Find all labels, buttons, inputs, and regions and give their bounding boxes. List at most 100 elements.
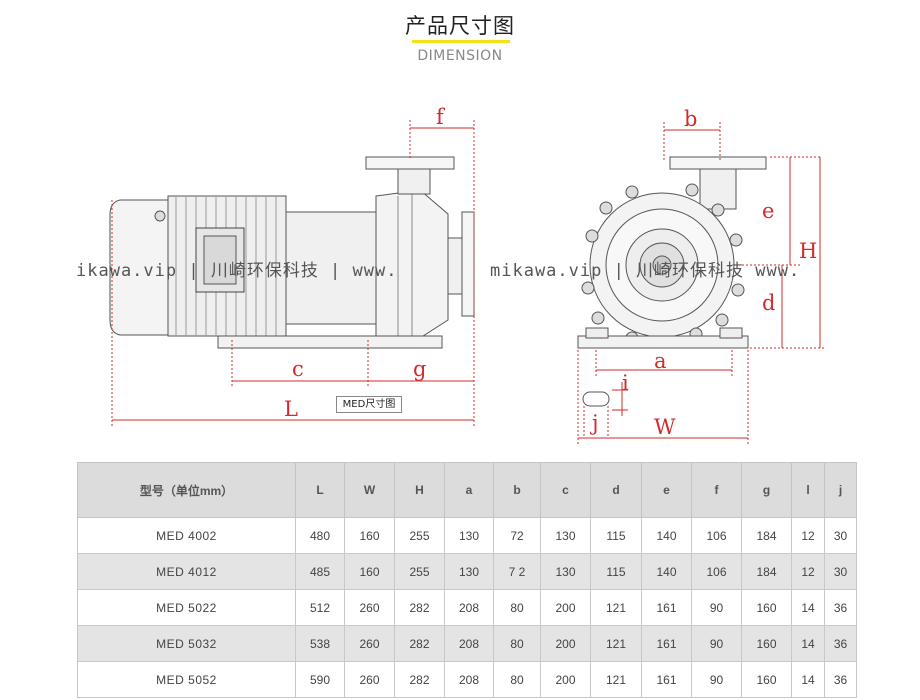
front-dimensions: [577, 122, 826, 444]
cell: 260: [344, 625, 395, 662]
cell: 282: [394, 589, 445, 626]
header-W: W: [344, 462, 395, 518]
dim-label-H: H: [799, 239, 817, 263]
table-row: MED 5032 538 260 282 208 80 200 121 161 …: [77, 625, 857, 662]
dim-label-e: e: [762, 199, 774, 223]
header-a: a: [444, 462, 494, 518]
table-row: MED 4002 480 160 255 130 72 130 115 140 …: [77, 517, 857, 554]
dim-label-W: W: [654, 415, 676, 439]
cell: 480: [295, 517, 345, 554]
cell: 80: [493, 625, 541, 662]
header-l: l: [791, 462, 825, 518]
cell: 184: [741, 553, 792, 590]
cell: 30: [824, 553, 857, 590]
inlet-pipe: [447, 237, 463, 295]
watermark-right: mikawa.vip | 川崎环保科技 www.: [490, 261, 800, 281]
table-row: MED 5052 590 260 282 208 80 200 121 161 …: [77, 661, 857, 698]
cell: 260: [344, 661, 395, 698]
cell: 184: [741, 517, 792, 554]
cell: 255: [394, 553, 445, 590]
dim-label-f: f: [436, 105, 446, 129]
cell: 255: [394, 517, 445, 554]
table-row: MED 5022 512 260 282 208 80 200 121 161 …: [77, 589, 857, 626]
page-title: 产品尺寸图: [405, 14, 515, 38]
header-model: 型号（单位mm）: [77, 462, 296, 518]
cell: 130: [444, 517, 494, 554]
cell: 260: [344, 589, 395, 626]
cell: 14: [791, 625, 825, 662]
cell: 160: [741, 589, 792, 626]
header-f: f: [691, 462, 742, 518]
cell: 36: [824, 625, 857, 662]
cell-model: MED 5032: [77, 625, 296, 662]
dim-label-j: j: [589, 411, 599, 435]
cell: 282: [394, 625, 445, 662]
cell: 160: [344, 517, 395, 554]
page-subtitle: DIMENSION: [417, 48, 503, 64]
dim-label-i: i: [622, 371, 629, 395]
outlet-flange: [365, 156, 455, 170]
cell: 90: [691, 661, 742, 698]
inlet-flange: [461, 211, 475, 317]
table-header-row: 型号（单位mm） L W H a b c d e f g l j: [77, 462, 857, 518]
header-c: c: [540, 462, 591, 518]
dim-label-L: L: [284, 397, 298, 421]
cell: 161: [641, 589, 692, 626]
header-e: e: [641, 462, 692, 518]
cell-model: MED 5022: [77, 589, 296, 626]
cell: 115: [590, 517, 642, 554]
cell: 208: [444, 589, 494, 626]
cell: 14: [791, 661, 825, 698]
dim-label-b: b: [684, 107, 697, 131]
cell: 30: [824, 517, 857, 554]
dimension-table: 型号（单位mm） L W H a b c d e f g l j MED 400…: [77, 462, 857, 698]
drawing-caption: MED尺寸图: [336, 396, 402, 413]
cell: 90: [691, 589, 742, 626]
base-plate: [217, 335, 443, 349]
front-outlet-pipe: [699, 168, 737, 210]
cell: 121: [590, 589, 642, 626]
cell: 590: [295, 661, 345, 698]
cell: 282: [394, 661, 445, 698]
cell: 90: [691, 625, 742, 662]
cell: 80: [493, 589, 541, 626]
header-j: j: [824, 462, 857, 518]
dim-label-d: d: [762, 291, 775, 315]
cell: 80: [493, 661, 541, 698]
cell: 160: [741, 625, 792, 662]
cell: 12: [791, 553, 825, 590]
dim-label-a: a: [654, 349, 667, 373]
front-view: [577, 156, 767, 407]
cell: 14: [791, 589, 825, 626]
header-b: b: [493, 462, 541, 518]
cell: 7 2: [493, 553, 541, 590]
cell: 140: [641, 517, 692, 554]
outlet-pipe: [397, 167, 431, 195]
cell: 208: [444, 661, 494, 698]
watermark-left: ikawa.vip | 川崎环保科技 | www.: [76, 261, 397, 281]
cell-model: MED 5052: [77, 661, 296, 698]
cell: 130: [540, 517, 591, 554]
cell: 36: [824, 661, 857, 698]
cell: 130: [540, 553, 591, 590]
cell: 115: [590, 553, 642, 590]
cell: 36: [824, 589, 857, 626]
cell: 140: [641, 553, 692, 590]
cell: 161: [641, 625, 692, 662]
mount-slot: [582, 391, 610, 407]
header-d: d: [590, 462, 642, 518]
dim-label-g: g: [413, 357, 426, 381]
cell: 200: [540, 661, 591, 698]
motor-adapter: [285, 211, 377, 325]
front-outlet-flange: [669, 156, 767, 170]
cell: 106: [691, 553, 742, 590]
header-L: L: [295, 462, 345, 518]
cell: 485: [295, 553, 345, 590]
cell: 208: [444, 625, 494, 662]
cell: 121: [590, 661, 642, 698]
cell: 130: [444, 553, 494, 590]
cell: 72: [493, 517, 541, 554]
cell: 12: [791, 517, 825, 554]
cell: 161: [641, 661, 692, 698]
dim-label-c: c: [292, 357, 304, 381]
